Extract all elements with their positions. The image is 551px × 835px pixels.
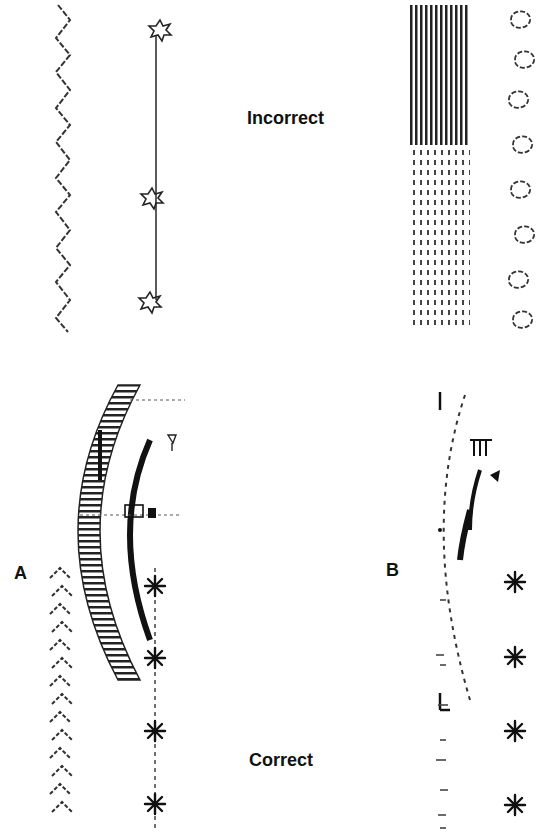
status-label: Incorrect bbox=[245, 108, 326, 129]
curved-band bbox=[78, 385, 185, 680]
panel-letter: A bbox=[12, 563, 29, 584]
asterisk-suture bbox=[145, 568, 165, 830]
hatched-strip bbox=[410, 5, 470, 330]
dashed-marks bbox=[436, 600, 448, 828]
asterisk-knots bbox=[505, 572, 525, 815]
knotted-suture bbox=[139, 20, 171, 313]
panel-letter: B bbox=[384, 560, 401, 581]
looped-suture bbox=[509, 11, 534, 327]
dashed-arc bbox=[438, 392, 500, 710]
status-label: Correct bbox=[247, 750, 315, 771]
zigzag-suture bbox=[56, 5, 70, 332]
chevron-suture bbox=[50, 568, 72, 812]
